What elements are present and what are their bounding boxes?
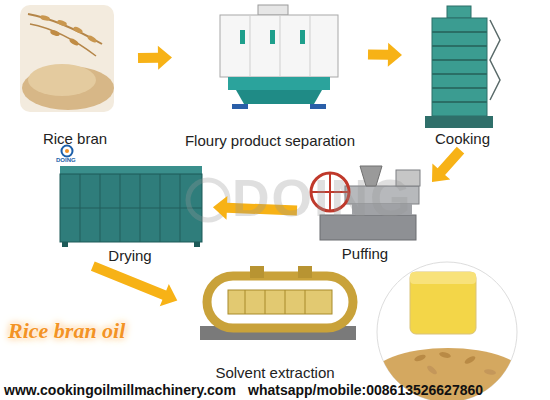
dryer-leg: [62, 242, 68, 247]
cooker-layer: [432, 59, 487, 61]
process-step: Drying: [50, 160, 210, 265]
process-step: Rice bran: [15, 5, 135, 148]
panel-line: [310, 15, 311, 77]
machine-cap: [258, 5, 288, 15]
watermark-logo: [188, 180, 228, 220]
brand-logo: [62, 146, 73, 157]
step-label: Rice bran: [15, 130, 135, 148]
panel-handle: [240, 30, 245, 44]
extractor-machine: [200, 266, 356, 340]
core-divider: [305, 290, 306, 314]
rice-grain: [426, 364, 439, 376]
oil-photo: [370, 262, 526, 400]
photo-content: [370, 272, 526, 400]
cooker-layer: [432, 31, 487, 33]
rice-grain: [40, 14, 51, 21]
panel-handle: [300, 30, 305, 44]
watermark-ring: [188, 180, 228, 220]
core-divider: [265, 290, 266, 314]
separator-machine: [220, 5, 338, 109]
feed-box: [250, 266, 264, 278]
dryer-machine: [60, 166, 202, 247]
core-divider: [245, 290, 246, 314]
rice-grain: [49, 29, 60, 37]
oil-jar: [410, 272, 476, 334]
dryer-panel: [60, 208, 202, 209]
machine-body: [220, 15, 338, 77]
rice-stalk: [30, 24, 96, 56]
cooker-base: [425, 116, 493, 128]
step-label: Solvent extraction: [180, 364, 370, 382]
dryer-top: [60, 166, 202, 174]
process-step: Floury product separation: [175, 3, 365, 150]
logo-text: DOING: [56, 157, 76, 164]
cooker-top: [447, 6, 471, 18]
dryer-leg: [194, 242, 200, 247]
flow-arrow: [368, 43, 402, 68]
flow-arrow: [138, 45, 172, 69]
panel-handle: [270, 30, 275, 44]
rice-grain: [464, 355, 477, 366]
step-label: Floury product separation: [175, 132, 365, 150]
process-step: Solvent extraction: [180, 262, 370, 382]
feed-box: [298, 266, 312, 278]
step-label: Puffing: [300, 245, 430, 263]
panel-line: [250, 15, 251, 77]
step-label: Cooking: [405, 130, 520, 148]
cooker-layer: [432, 73, 487, 75]
rice-grain: [439, 351, 452, 359]
core-divider: [285, 290, 286, 314]
machine-base: [228, 77, 330, 90]
cooker-machine: [425, 6, 500, 128]
machine-foot: [310, 104, 326, 109]
footer-contact: whatsapp/mobile:008613526627860: [248, 382, 483, 398]
watermark: DOING: [232, 168, 412, 228]
rice-bran-photo: [20, 5, 114, 112]
rice-grain: [56, 19, 67, 27]
rice-stalk: [28, 14, 102, 44]
rice-grain: [484, 368, 497, 375]
dryer-body: [60, 174, 202, 242]
rice-grain: [86, 34, 97, 43]
cooker-layer: [432, 101, 487, 103]
oil-surface: [410, 272, 476, 284]
rice-grain: [413, 354, 426, 363]
cooker-layer: [432, 45, 487, 47]
process-step: Cooking: [405, 5, 520, 148]
cooker-layer: [432, 87, 487, 89]
product-title: Rice bran oil: [8, 318, 125, 344]
logo-ring: [62, 146, 73, 157]
rice-grain: [72, 26, 83, 35]
step-label: Drying: [50, 247, 210, 265]
machine-foot: [232, 104, 248, 109]
cooker-body: [432, 18, 487, 116]
cooker-ladder: [490, 20, 500, 100]
conveyor-loop: [207, 276, 353, 328]
rice-grain: [68, 37, 79, 46]
extractor-core: [228, 290, 332, 314]
footer-website: www.cookingoilmillmachinery.com: [4, 382, 236, 398]
bran-pile: [28, 64, 96, 96]
photo-frame: [20, 5, 114, 112]
machine-frame: [236, 90, 322, 104]
logo-dot: [65, 149, 69, 153]
panel-line: [280, 15, 281, 77]
flow-arrow: [423, 142, 469, 190]
